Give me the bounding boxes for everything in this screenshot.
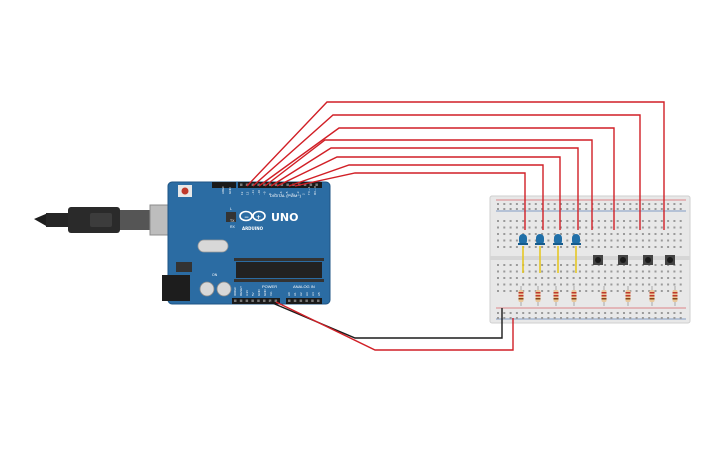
power-header <box>232 298 280 304</box>
power-label: POWER <box>262 284 277 289</box>
resistor <box>553 286 559 306</box>
push-button[interactable] <box>618 255 628 265</box>
atmega-chip <box>236 262 322 278</box>
push-button[interactable] <box>643 255 653 265</box>
digital-pin-label: ~5 <box>285 191 289 195</box>
resistor <box>672 286 678 306</box>
analog-pin-label: A4 <box>311 292 315 296</box>
digital-pin-label: 2 <box>302 193 306 195</box>
analog-header <box>286 298 322 304</box>
digital-pin-label: 8 <box>268 193 272 195</box>
tx-label: TX <box>230 219 235 223</box>
resistor <box>649 286 655 306</box>
power-wire <box>275 301 514 351</box>
digital-pin-label: ~3 <box>296 191 300 195</box>
led <box>518 234 528 245</box>
l-label: L <box>230 207 232 211</box>
digital-pin-label: ~10 <box>257 190 261 195</box>
push-button[interactable] <box>665 255 675 265</box>
signal-wire <box>258 127 615 230</box>
gnd-label: GND <box>228 187 232 195</box>
svg-text:−: − <box>244 214 249 221</box>
power-pin-label: GND <box>263 289 267 297</box>
signal-wire <box>252 114 641 230</box>
resistor <box>535 286 541 306</box>
analog-pin-label: A1 <box>293 292 297 296</box>
resistor <box>571 286 577 306</box>
signal-wire <box>270 147 579 230</box>
usb-cable <box>34 204 177 236</box>
digital-pin-label: RX←0 <box>313 186 317 195</box>
analog-pin-label: A3 <box>305 292 309 296</box>
aref-label: AREF <box>221 186 225 194</box>
svg-text:+: + <box>256 214 261 221</box>
digital-pin-label: ~6 <box>279 191 283 195</box>
resistor <box>601 286 607 306</box>
power-pin-label: Vin <box>269 291 273 296</box>
digital-pin-label: ~9 <box>262 191 266 195</box>
signal-wire <box>264 139 593 230</box>
digital-pin-label: 4 <box>290 193 294 195</box>
analog-pin-label: A2 <box>299 292 303 296</box>
power-pin-label: IOREF <box>233 287 237 296</box>
digital-pin-label: 13 <box>240 191 244 195</box>
led <box>571 234 581 245</box>
digital-pin-label: 12 <box>246 191 250 195</box>
signal-wire <box>288 164 544 230</box>
led <box>553 234 563 245</box>
arduino-board: − + UNO ARDUINO DIGITAL (PWM~) POWER ANA… <box>162 181 331 305</box>
arduino-logo: − + <box>239 210 266 222</box>
signal-wire <box>276 156 561 230</box>
digital-label: DIGITAL (PWM~) <box>270 193 302 198</box>
resistor <box>518 286 524 306</box>
power-pin-label: GND <box>257 289 261 297</box>
board-model: UNO <box>271 211 299 224</box>
analog-pin-label: A5 <box>317 292 321 296</box>
rx-label: RX <box>230 225 236 229</box>
board-brand: ARDUINO <box>242 226 264 231</box>
digital-pin-label: 7 <box>274 193 278 195</box>
signal-wire <box>246 101 665 230</box>
components <box>518 234 678 306</box>
power-pin-label: 5V <box>251 292 255 296</box>
led <box>535 234 545 245</box>
breadboard <box>489 195 691 324</box>
power-pin-label: 3.3V <box>245 290 249 296</box>
digital-pin-label: TX→1 <box>307 186 311 195</box>
digital-pin-label: ~11 <box>251 190 255 195</box>
analog-pin-label: A0 <box>287 292 291 296</box>
ground-wire <box>269 301 503 339</box>
push-button[interactable] <box>593 255 603 265</box>
on-label: ON <box>212 273 218 277</box>
power-pin-label: RESET <box>239 286 243 296</box>
power-jack <box>162 275 190 301</box>
wires <box>246 101 665 351</box>
analog-label: ANALOG IN <box>293 284 315 289</box>
resistor <box>625 286 631 306</box>
signal-wire <box>294 172 526 230</box>
